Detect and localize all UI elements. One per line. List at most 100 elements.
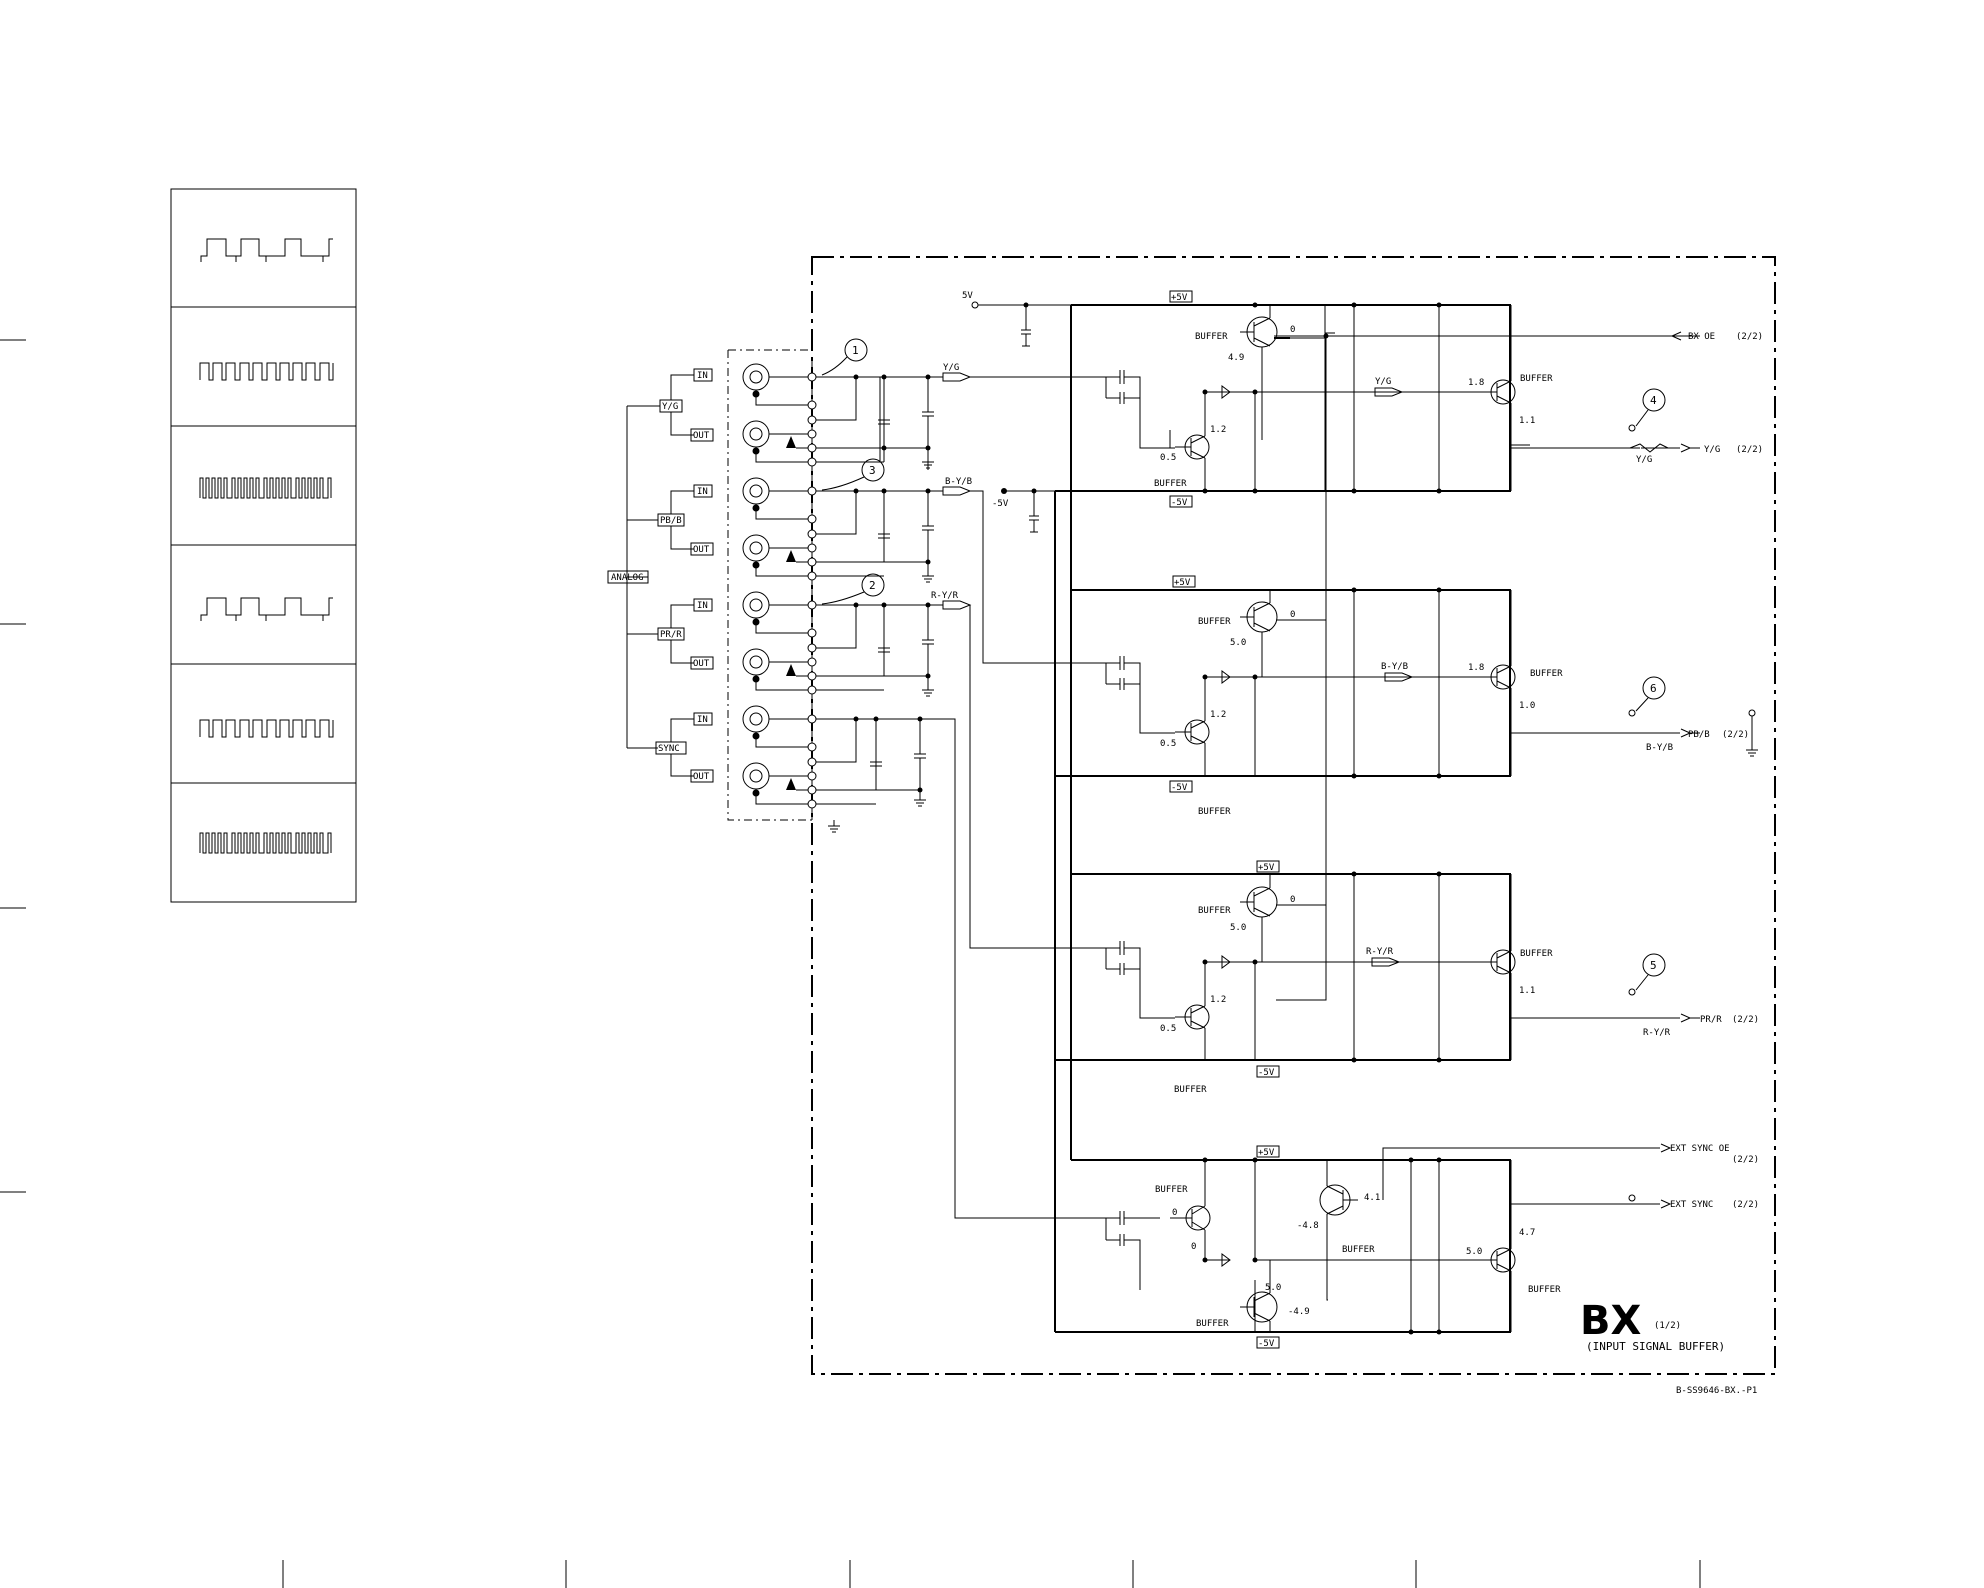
- waveform-2: [199, 362, 334, 381]
- schematic-node: [853, 374, 859, 380]
- schematic-label: BUFFER: [1198, 906, 1231, 916]
- schematic-wire: [786, 436, 796, 448]
- schematic-label: BUFFER: [1342, 1245, 1375, 1255]
- schematic-label: 0.5: [1160, 739, 1176, 749]
- schematic-wire: [1055, 873, 1511, 1061]
- schematic-wire: [1055, 1159, 1511, 1333]
- schematic-node: [1202, 959, 1208, 965]
- schematic-label: IN: [697, 371, 708, 381]
- schematic-node: [1351, 587, 1357, 593]
- schematic-wire: [1629, 443, 1669, 453]
- schematic-wire: [1746, 713, 1758, 757]
- bx-oe-output: BX OE (2/2): [1274, 331, 1763, 1001]
- schematic-wire: [1055, 304, 1511, 492]
- schematic-node: [1436, 1329, 1442, 1335]
- schematic-node: [1436, 587, 1442, 593]
- schematic-label: -5V: [1171, 783, 1188, 793]
- schematic-wire: [1240, 887, 1271, 917]
- schematic-node: [807, 457, 817, 467]
- schematic-wire: [1090, 1211, 1160, 1290]
- schematic-wire: [755, 490, 808, 577]
- schematic-wire: [922, 562, 934, 583]
- schematic-wire: [1353, 874, 1440, 1060]
- schematic-node: [1351, 302, 1357, 308]
- schematic-wire: [1221, 955, 1231, 969]
- schematic-label: -5V: [1258, 1339, 1275, 1349]
- schematic-node: [807, 685, 817, 695]
- schematic-label: R-Y/R: [1643, 1028, 1671, 1038]
- schematic-node: [807, 771, 817, 781]
- schematic-wire: [816, 718, 955, 805]
- schematic-wire: [1240, 602, 1271, 632]
- schematic-wire: [1480, 1248, 1512, 1272]
- waveform-5: [199, 719, 334, 738]
- schematic-node: [807, 628, 817, 638]
- schematic-node: [1023, 302, 1029, 308]
- schematic-label: 4.1: [1364, 1193, 1380, 1203]
- schematic-label: BUFFER: [1520, 949, 1553, 959]
- schematic-wire: [1371, 957, 1401, 967]
- schematic-wire: [693, 598, 713, 612]
- schematic-label: B-Y/B: [1646, 743, 1673, 753]
- waveform-3: [199, 477, 332, 499]
- schematic-label: +5V: [1258, 1148, 1275, 1158]
- schematic-node: [807, 400, 817, 410]
- page-ticks: [0, 339, 1701, 1588]
- schematic-wire: [670, 718, 694, 777]
- schematic-label: +5V: [1258, 863, 1275, 873]
- schematic-node: [807, 529, 817, 539]
- schematic-node: [807, 799, 817, 809]
- schematic-node: [807, 571, 817, 581]
- schematic-wire: [1175, 1005, 1206, 1029]
- schematic-wire: [942, 600, 972, 610]
- schematic-wire: [816, 377, 929, 470]
- schematic-wire: [1090, 941, 1175, 1019]
- schematic-wire: [690, 542, 714, 556]
- schematic-node: [807, 415, 817, 425]
- schematic-label: 4.7: [1519, 1228, 1535, 1238]
- schematic-node: [1252, 959, 1258, 965]
- schematic-node: [749, 541, 763, 555]
- schematic-node: [807, 600, 817, 610]
- schematic-wire: [821, 356, 848, 376]
- test-point-5: 5: [1650, 959, 1657, 972]
- schematic-wire: [1256, 860, 1280, 873]
- schematic-label: -4.9: [1288, 1307, 1310, 1317]
- schematic-label: 4.9: [1228, 353, 1244, 363]
- schematic-label: -5V: [1171, 498, 1188, 508]
- schematic-wire: [1256, 1336, 1280, 1349]
- schematic-label: R-Y/R: [1366, 947, 1394, 957]
- group-pbb-label: PB/B: [660, 516, 682, 526]
- waveform-4: [200, 597, 333, 621]
- schematic-node: [1252, 674, 1258, 680]
- schematic-node: [749, 370, 763, 384]
- schematic-wire: [1021, 305, 1031, 347]
- schematic-wire: [1384, 672, 1414, 682]
- test-point-1: 1: [852, 344, 859, 357]
- group-sync-label: SYNC: [658, 744, 680, 754]
- schematic-wire: [690, 428, 714, 442]
- schematic-wire: [1175, 435, 1206, 459]
- schematic-node: [1202, 1257, 1208, 1263]
- schematic-wire: [1480, 950, 1512, 974]
- title-block: BX (1/2) (INPUT SIGNAL BUFFER) B-SS9646-…: [1580, 1298, 1757, 1396]
- schematic-wire: [828, 820, 840, 833]
- schematic-node: [807, 643, 817, 653]
- schematic-wire: [670, 490, 694, 550]
- schematic-node: [1436, 1057, 1442, 1063]
- schematic-node: [807, 757, 817, 767]
- schematic-label: 1.1: [1519, 986, 1535, 996]
- schematic-node: [1351, 773, 1357, 779]
- schematic-label: BUFFER: [1174, 1085, 1207, 1095]
- test-point-4: 4: [1650, 394, 1657, 407]
- schematic-wire: [1510, 874, 1640, 1060]
- schematic-wire: [670, 604, 694, 664]
- schematic-label: OUT: [693, 659, 710, 669]
- schematic-label: 5.0: [1466, 1247, 1482, 1257]
- schematic-wire: [1635, 697, 1649, 712]
- board-outline: [811, 256, 1776, 1375]
- schematic-node: [807, 372, 817, 382]
- schematic-label: BX OE: [1688, 332, 1715, 342]
- schematic-label: 5.0: [1265, 1283, 1281, 1293]
- schematic-label: BUFFER: [1198, 807, 1231, 817]
